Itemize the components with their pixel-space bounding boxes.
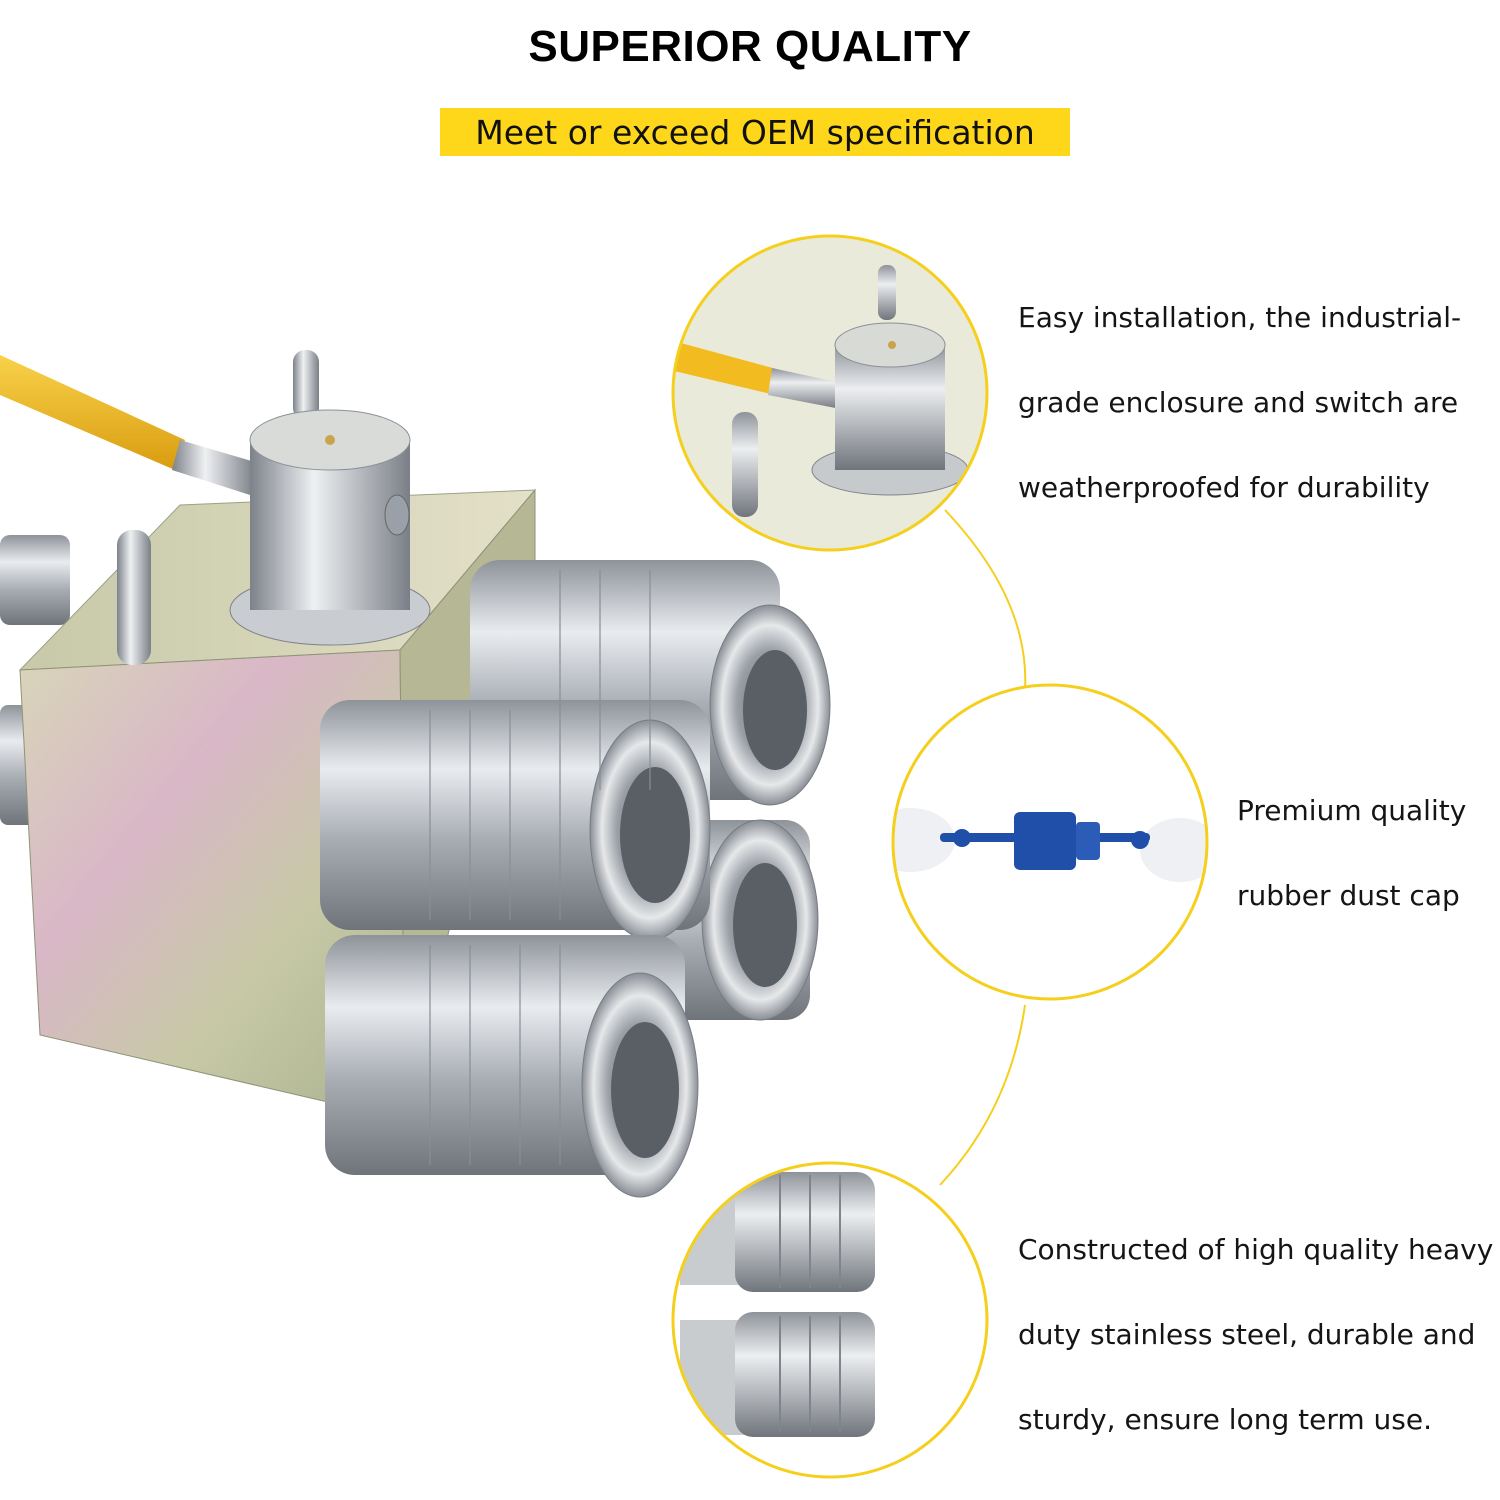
subtitle-text: Meet or exceed OEM specification xyxy=(475,112,1035,152)
subtitle-banner: Meet or exceed OEM specification xyxy=(440,108,1070,156)
feature-line: Premium quality xyxy=(1237,794,1467,827)
feature-line: weatherproofed for durability xyxy=(1018,471,1430,504)
blue-dust-cap-closeup xyxy=(891,683,1209,1001)
feature-line: grade enclosure and switch are xyxy=(1018,386,1459,419)
feature-line: Constructed of high quality heavy xyxy=(1018,1233,1494,1266)
page-title: SUPERIOR QUALITY xyxy=(528,22,972,71)
feature-line: duty stainless steel, durable and xyxy=(1018,1318,1476,1351)
feature-installation-text: Easy installation, the industrial- grade… xyxy=(1018,275,1461,530)
feature-stainless-text: Constructed of high quality heavy duty s… xyxy=(1018,1207,1493,1462)
feature-line: sturdy, ensure long term use. xyxy=(1018,1403,1432,1436)
hydraulic-valve-product-image xyxy=(0,350,831,1198)
feature-dust-cap-text: Premium quality rubber dust cap xyxy=(1237,768,1466,938)
feature-line: Easy installation, the industrial- xyxy=(1018,301,1462,334)
feature-line: rubber dust cap xyxy=(1237,879,1460,912)
